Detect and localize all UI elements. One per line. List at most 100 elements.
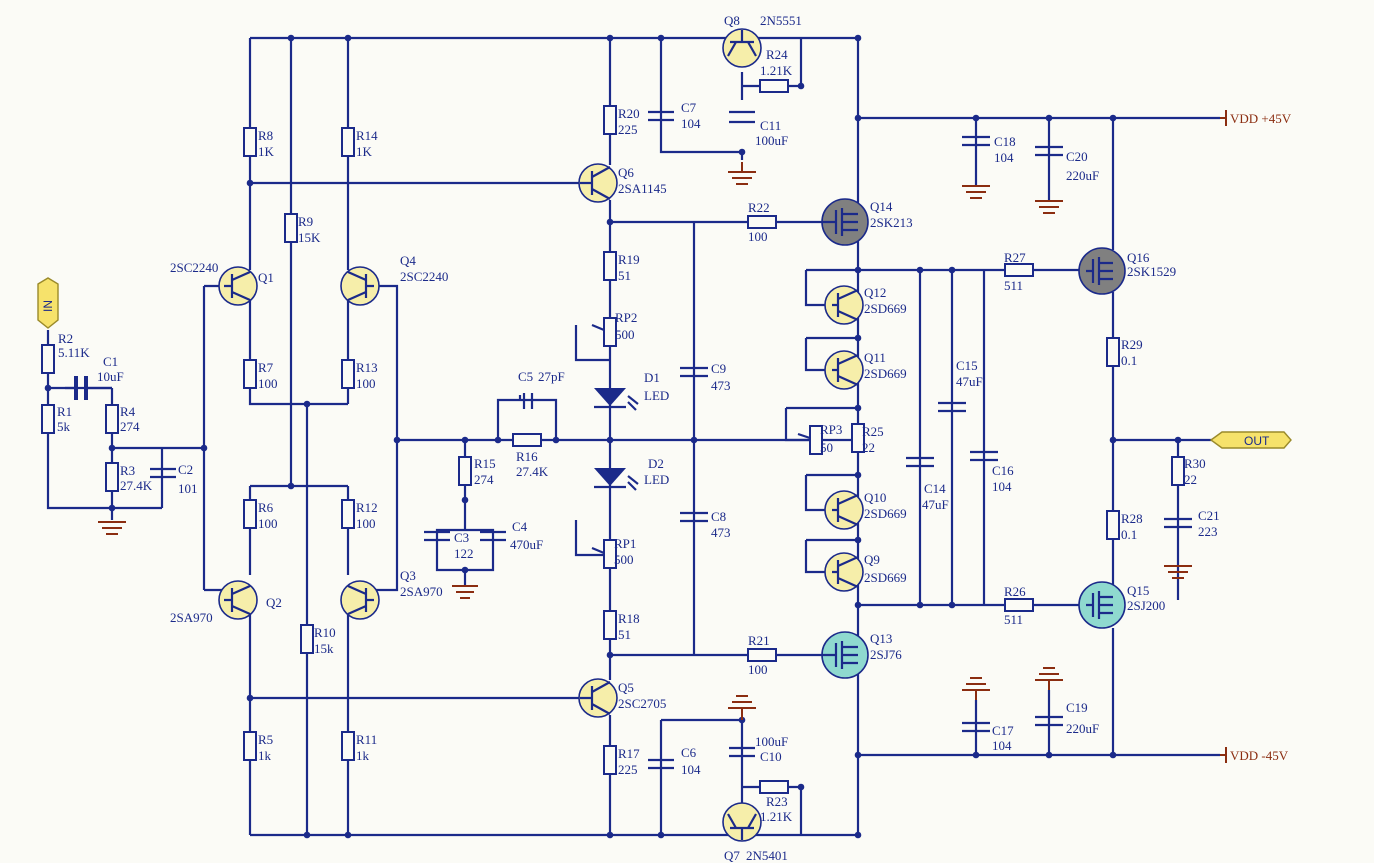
value-c6: 104 [681,762,701,777]
value-r30: 22 [1184,472,1197,487]
wires [46,36,1220,837]
value-c17: 104 [992,738,1012,753]
value-r20: 225 [618,122,638,137]
value-q5: 2SC2705 [618,696,666,711]
transistor-symbols [218,28,1126,842]
ground-symbols [98,162,1192,720]
value-q7: 2N5401 [746,848,788,863]
designator-r17: R17 [618,746,640,761]
designator-c21: C21 [1198,508,1220,523]
value-r10: 15k [314,641,334,656]
designator-r5: R5 [258,732,273,747]
designator-c6: C6 [681,745,697,760]
designator-r7: R7 [258,360,274,375]
junctions [44,34,1182,839]
value-c2: 101 [178,481,198,496]
designator-r18: R18 [618,611,640,626]
value-q12: 2SD669 [864,301,907,316]
vdd-negative-label: VDD -45V [1230,748,1289,763]
input-port-label: IN [41,300,55,312]
value-r26: 511 [1004,612,1023,627]
designator-q13: Q13 [870,631,892,646]
designator-c7: C7 [681,100,697,115]
designator-r24: R24 [766,47,788,62]
value-c9: 473 [711,378,731,393]
designator-r19: R19 [618,252,640,267]
designator-rp3: RP3 [820,422,842,437]
designator-r25: R25 [862,424,884,439]
led-symbols [594,388,639,491]
value-r27: 511 [1004,278,1023,293]
designator-c17: C17 [992,723,1014,738]
designator-r26: R26 [1004,584,1026,599]
passive-bodies [41,79,1192,794]
designator-q11: Q11 [864,350,886,365]
designator-c2: C2 [178,462,193,477]
value-r1: 5k [57,419,71,434]
value-q11: 2SD669 [864,366,907,381]
value-r2: 5.11K [58,345,90,360]
designator-r6: R6 [258,500,274,515]
designator-q6: Q6 [618,165,634,180]
designator-c14: C14 [924,481,946,496]
designator-rp1: RP1 [614,536,636,551]
value-r8: 1K [258,144,275,159]
value-q13: 2SJ76 [870,647,902,662]
value-c5: 27pF [538,369,565,384]
designator-q16: Q16 [1127,250,1150,265]
value-r13: 100 [356,376,376,391]
value-r3: 27.4K [120,478,153,493]
value-q10: 2SD669 [864,506,907,521]
designator-r23: R23 [766,794,788,809]
designator-c5: C5 [518,369,533,384]
designator-r15: R15 [474,456,496,471]
value-rp1: 500 [614,552,634,567]
value-r29: 0.1 [1121,353,1137,368]
designator-r4: R4 [120,404,136,419]
designator-r12: R12 [356,500,378,515]
designator-c19: C19 [1066,700,1088,715]
designator-c8: C8 [711,509,726,524]
value-c15: 47uF [956,374,983,389]
designator-c9: C9 [711,361,726,376]
designator-c16: C16 [992,463,1014,478]
vdd-positive-label: VDD +45V [1230,111,1292,126]
value-r18: 51 [618,627,631,642]
value-r25: 22 [862,440,875,455]
value-c7: 104 [681,116,701,131]
value-c20: 220uF [1066,168,1099,183]
designator-r28: R28 [1121,511,1143,526]
component-designators: R25.11KC110uFR15kR4274R327.4KC2101R81KR1… [57,13,1220,863]
value-c4: 470uF [510,537,543,552]
value-c8: 473 [711,525,731,540]
designator-q12: Q12 [864,285,886,300]
designator-c20: C20 [1066,149,1088,164]
value-q1: 2SC2240 [170,260,218,275]
value-r7: 100 [258,376,278,391]
designator-c18: C18 [994,134,1016,149]
designator-q7: Q7 [724,848,740,863]
value-q8: 2N5551 [760,13,802,28]
value-q15: 2SJ200 [1127,598,1165,613]
value-r9: 15K [298,230,321,245]
value-r19: 51 [618,268,631,283]
value-q3: 2SA970 [400,584,443,599]
value-r24: 1.21K [760,63,793,78]
value-r16: 27.4K [516,464,549,479]
value-r23: 1.21K [760,809,793,824]
value-r6: 100 [258,516,278,531]
value-r17: 225 [618,762,638,777]
value-q4: 2SC2240 [400,269,448,284]
designator-c11: C11 [760,118,781,133]
value-c3: 122 [454,546,474,561]
designator-r14: R14 [356,128,378,143]
value-q2: 2SA970 [170,610,213,625]
value-c21: 223 [1198,524,1218,539]
designator-r20: R20 [618,106,640,121]
designator-r1: R1 [57,404,72,419]
value-r28: 0.1 [1121,527,1137,542]
designator-d1: D1 [644,370,660,385]
designator-r8: R8 [258,128,273,143]
